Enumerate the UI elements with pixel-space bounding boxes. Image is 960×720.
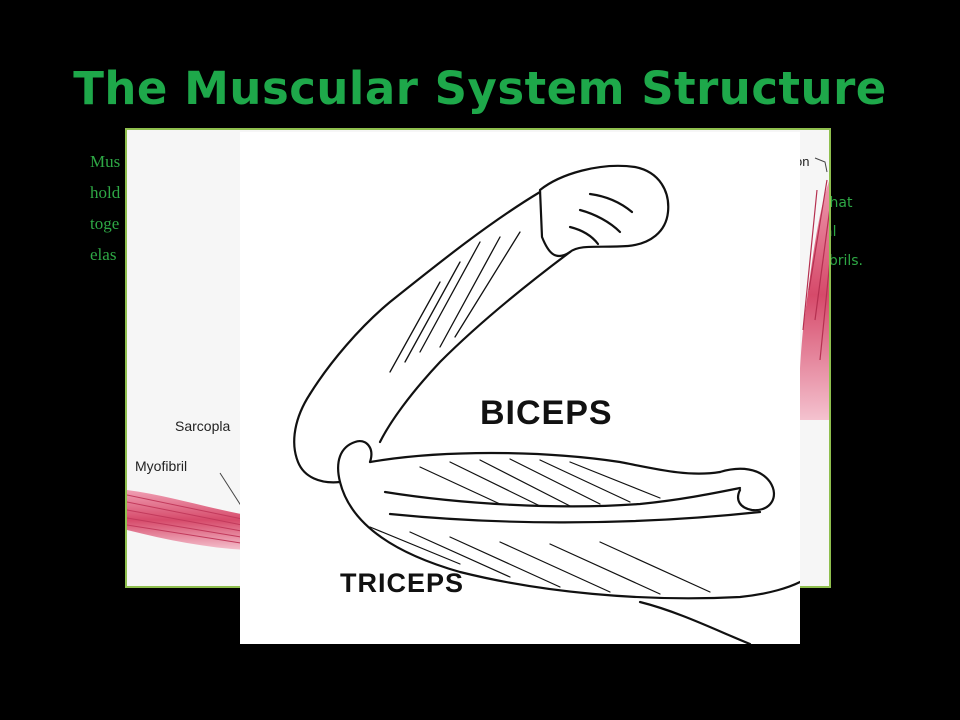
right-text-line-3: al [820,218,940,247]
right-text-line-2: that [824,195,853,211]
myofibril-bundle [127,490,248,550]
forearm-bottom-edge [378,250,572,444]
myofibril-label: Myofibril [135,458,188,474]
left-text-line-1: Mus [90,152,121,171]
arm-line-drawing [293,164,800,644]
left-body-text: Mus hold toge elas [90,146,290,270]
right-body-text: s that al fibrils. [820,160,940,276]
forearm-striations [389,231,521,373]
right-text-line-1: s [820,160,940,189]
left-text-line-3: toge [90,214,120,233]
olecranon [337,439,373,484]
biceps-top [368,451,722,475]
tendon-leader-line [814,157,828,173]
finger-lines [568,192,634,246]
triceps-outline [338,480,800,600]
arm-muscle-image: BICEPS TRICEPS [240,132,800,644]
biceps-label: BICEPS [480,394,613,432]
muscle-fiber-strands [797,179,829,420]
humerus-head [718,467,776,512]
left-text-line-2: hold [90,183,121,202]
humerus-shaft [388,510,762,524]
biceps-bottom [383,486,742,508]
shoulder-line [638,600,752,644]
forearm-top-edge [308,190,542,396]
fist-outline [538,164,670,258]
left-text-line-4: elas [90,245,117,264]
biceps-striations [419,458,661,507]
muscle-fiber-illustration [127,157,829,550]
right-text-line-4: fibrils. [820,253,863,269]
slide-title: The Muscular System Structure [73,62,887,115]
triceps-label: TRICEPS [340,568,465,598]
elbow-outline [293,392,342,484]
triceps-striations [369,526,711,595]
sarcoplasm-label: Sarcopla [175,418,231,434]
